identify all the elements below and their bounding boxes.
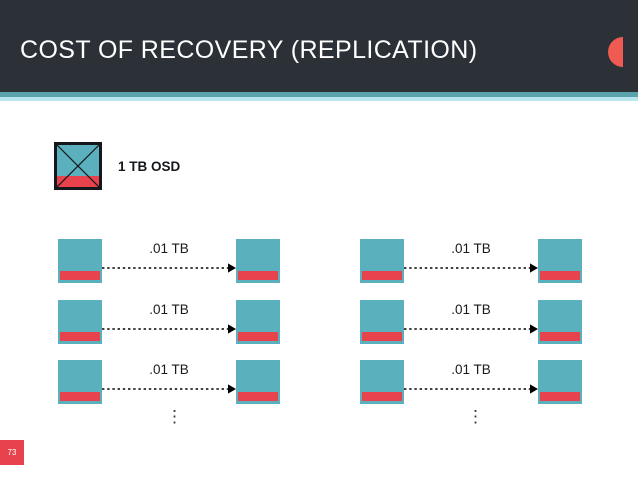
page-title: COST OF RECOVERY (REPLICATION) — [20, 36, 478, 64]
osd-node-target — [538, 360, 582, 404]
osd-used-bar — [60, 271, 100, 280]
osd-node-source — [58, 360, 102, 404]
flow-label: .01 TB — [451, 241, 491, 256]
osd-node-target — [538, 239, 582, 283]
osd-used-bar — [540, 332, 580, 341]
osd-used-bar — [238, 271, 278, 280]
osd-node-target — [236, 360, 280, 404]
osd-used-bar — [238, 392, 278, 401]
legend-label: 1 TB OSD — [118, 159, 181, 174]
continuation-ellipsis: ⋮ — [467, 407, 484, 426]
osd-used-bar — [60, 392, 100, 401]
osd-node-source — [58, 239, 102, 283]
osd-used-bar — [60, 332, 100, 341]
osd-node-source — [360, 300, 404, 344]
slide-header: COST OF RECOVERY (REPLICATION) — [0, 0, 638, 92]
osd-node-source — [360, 239, 404, 283]
legend: 1 TB OSD — [54, 142, 254, 194]
header-divider-teal — [0, 92, 638, 97]
osd-used-bar — [362, 271, 402, 280]
flow-label: .01 TB — [451, 362, 491, 377]
osd-disk-full-icon — [54, 142, 102, 190]
osd-used-bar — [540, 392, 580, 401]
flow-label: .01 TB — [451, 302, 491, 317]
osd-node-target — [236, 300, 280, 344]
replication-flow-arrow — [102, 260, 236, 273]
header-divider-light — [0, 97, 638, 101]
osd-used-bar — [238, 332, 278, 341]
osd-node-target — [538, 300, 582, 344]
triangle-left-icon[interactable] — [606, 37, 623, 67]
slide-number-badge: 73 — [0, 440, 24, 465]
continuation-ellipsis: ⋮ — [166, 407, 183, 426]
cross-out-icon — [57, 145, 99, 187]
osd-used-bar — [540, 271, 580, 280]
flow-label: .01 TB — [149, 302, 189, 317]
flow-label: .01 TB — [149, 362, 189, 377]
osd-used-band — [57, 176, 99, 187]
replication-flow-arrow — [102, 381, 236, 394]
replication-flow-arrow — [404, 260, 538, 273]
replication-flow-arrow — [102, 321, 236, 334]
osd-node-source — [58, 300, 102, 344]
osd-used-bar — [362, 392, 402, 401]
osd-node-target — [236, 239, 280, 283]
replication-flow-arrow — [404, 321, 538, 334]
osd-node-source — [360, 360, 404, 404]
osd-used-bar — [362, 332, 402, 341]
replication-flow-arrow — [404, 381, 538, 394]
flow-label: .01 TB — [149, 241, 189, 256]
